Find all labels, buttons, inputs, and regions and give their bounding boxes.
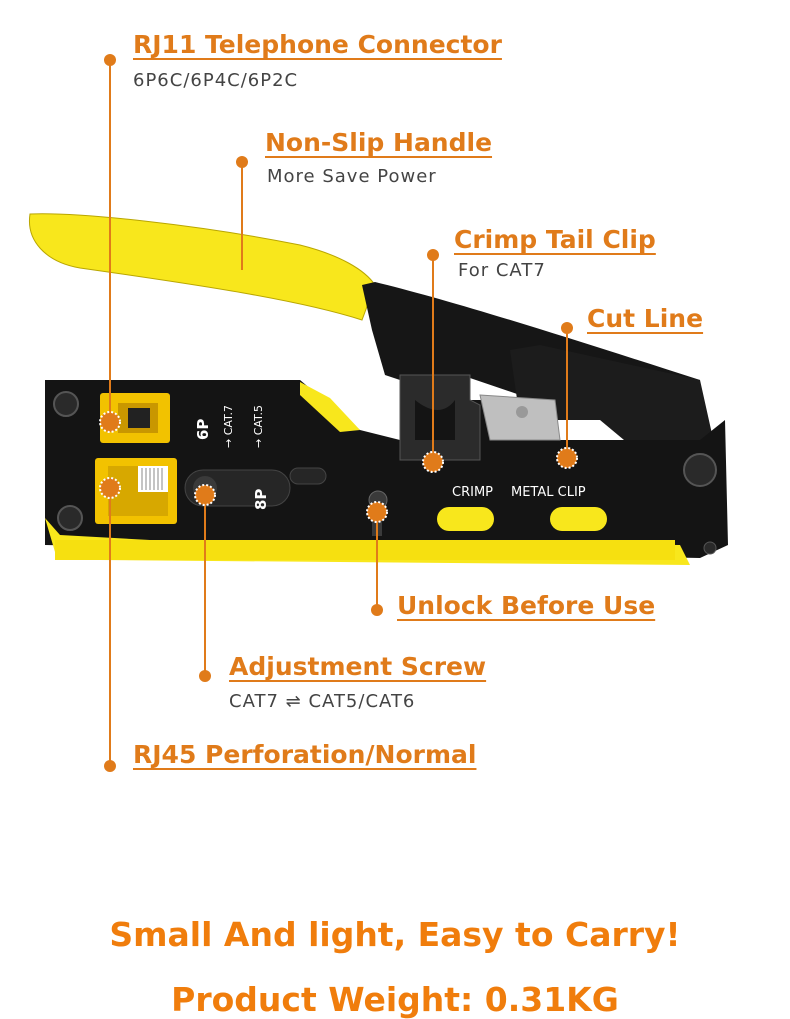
callout-cut-line-title: Cut Line [587, 304, 704, 333]
footer-weight: Product Weight: 0.31KG [171, 980, 619, 1019]
footer-tagline: Small And light, Easy to Carry! [109, 915, 681, 954]
handle-grip [28, 213, 376, 321]
callout-adjust-screw-title: Adjustment Screw [229, 652, 487, 681]
callout-rj11-title: RJ11 Telephone Connector [133, 30, 502, 59]
target-ring [99, 411, 121, 433]
marking-8p: 8P [252, 489, 270, 510]
dot-marker [104, 54, 116, 66]
screw-icon [57, 505, 83, 531]
marking-crimp: CRIMP [452, 485, 493, 500]
upper-jaw [510, 345, 720, 470]
target-ring [99, 477, 121, 499]
dot-marker [371, 604, 383, 616]
dot-marker [104, 760, 116, 772]
marking-cat7: → CAT.7 [222, 405, 235, 448]
dot-marker [427, 249, 439, 261]
callout-handle-subtitle: More Save Power [267, 166, 437, 187]
target-ring [366, 501, 388, 523]
dot-marker [236, 156, 248, 168]
callout-crimp-tail-subtitle: For CAT7 [458, 260, 546, 281]
target-ring [556, 447, 578, 469]
marking-cat5: → CAT.5 [252, 405, 265, 448]
marking-metal-clip: METAL CLIP [511, 485, 586, 500]
callout-crimp-tail-title: Crimp Tail Clip [454, 225, 656, 254]
callout-adjust-screw-subtitle: CAT7 ⇌ CAT5/CAT6 [229, 691, 416, 712]
callout-rj11-subtitle: 6P6C/6P4C/6P2C [133, 70, 299, 91]
dot-marker [561, 322, 573, 334]
screw-icon [53, 391, 79, 417]
callout-handle-title: Non-Slip Handle [265, 128, 493, 157]
body-accent [300, 382, 360, 432]
bottom-rail [55, 540, 675, 560]
target-ring [422, 451, 444, 473]
dot-marker [199, 670, 211, 682]
callout-rj45-title: RJ45 Perforation/Normal [133, 740, 477, 769]
target-ring [194, 484, 216, 506]
screw-icon [683, 453, 717, 487]
metal-clip-pad [550, 507, 607, 531]
callout-unlock-title: Unlock Before Use [397, 591, 656, 620]
marking-6p: 6P [194, 419, 212, 440]
crimp-pad [437, 507, 494, 531]
screw-icon [703, 541, 717, 555]
